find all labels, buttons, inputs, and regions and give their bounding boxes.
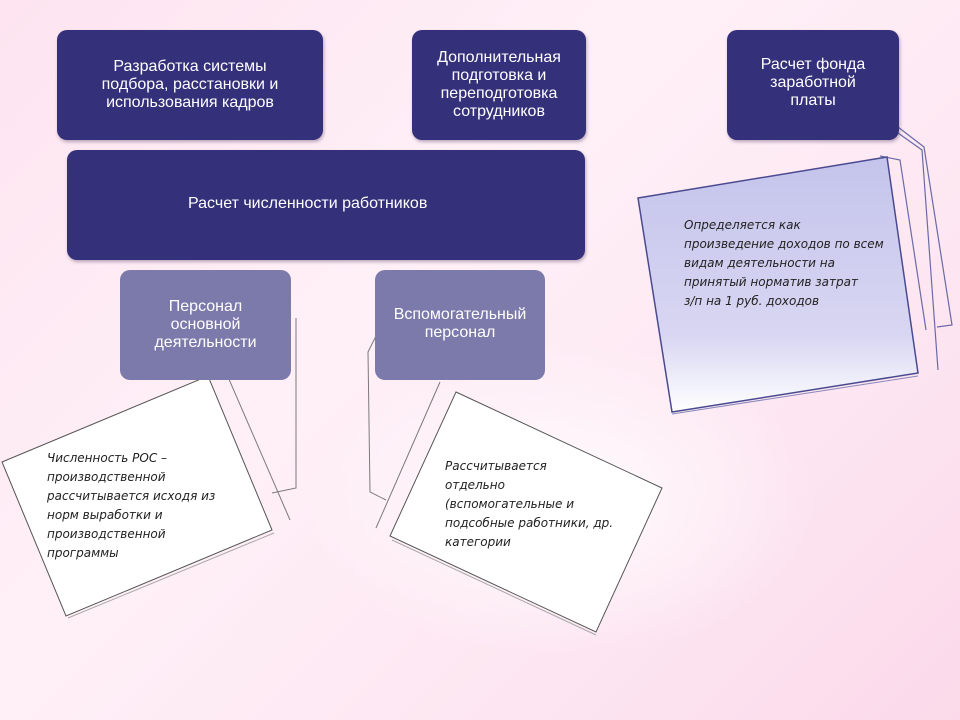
note-core-personnel: Численность РОС – производственной рассч… [47,449,257,563]
box-core-personnel: Персонал основной деятельности [120,270,291,380]
box-line: заработной [770,74,856,91]
box-line: платы [790,92,836,109]
note-line: Численность РОС – [47,451,168,465]
box-additional-training: Дополнительная подготовка и переподготов… [412,30,586,140]
note-right-shape [637,156,919,413]
box-line: Расчет фонда [760,56,866,73]
connector-mid-2 [375,381,441,529]
box-line: Персонал [168,298,243,315]
note-payroll-fund: Определяется как произведение доходов по… [684,216,909,311]
box-line: персонал [424,324,496,341]
box-line: Дополнительная [437,49,561,66]
note-line: подсобные работники, др. [445,516,614,530]
center-box-label: Расчет численности работников [188,195,428,212]
box-line: подбора, расстановки и [101,76,279,93]
box-line: сотрудников [453,103,545,120]
note-line: производственной [47,470,166,484]
note-line: Определяется как [684,218,801,232]
note-line: рассчитывается исходя из [47,489,216,503]
note-line: программы [47,546,119,560]
note-line: категории [445,535,511,549]
box-line: Разработка системы [113,58,267,75]
note-line: норм выработки и [47,508,163,522]
box-line: использования кадров [106,94,274,111]
box-line: переподготовка [440,85,558,102]
box-personnel-system: Разработка системы подбора, расстановки … [57,30,323,140]
note-line: принятый норматив затрат [684,275,858,289]
box-line: Вспомогательный [393,306,527,323]
note-line: видам деятельности на [684,256,835,270]
note-line: отдельно [445,478,505,492]
note-left-shape [1,375,273,617]
note-auxiliary-personnel: Рассчитывается отдельно (вспомогательные… [445,457,655,552]
box-auxiliary-personnel: Вспомогательный персонал [375,270,545,380]
box-line: основной [170,316,241,333]
connector-right-2 [897,132,939,371]
box-payroll-fund: Расчет фонда заработной платы [727,30,899,140]
note-line: производственной [47,527,166,541]
note-line: (вспомогательные и [445,497,575,511]
box-headcount-calculation: Расчет численности работников [67,150,585,260]
note-mid-shape [389,391,663,633]
note-line: Рассчитывается [445,459,547,473]
note-line: з/п на 1 руб. доходов [684,294,820,308]
connector-left-2 [224,369,291,521]
note-line: произведение доходов по всем [684,237,884,251]
box-line: деятельности [154,334,257,351]
connector-right-1 [897,126,953,328]
connector-left-1 [271,318,297,494]
box-line: подготовка и [451,67,547,84]
